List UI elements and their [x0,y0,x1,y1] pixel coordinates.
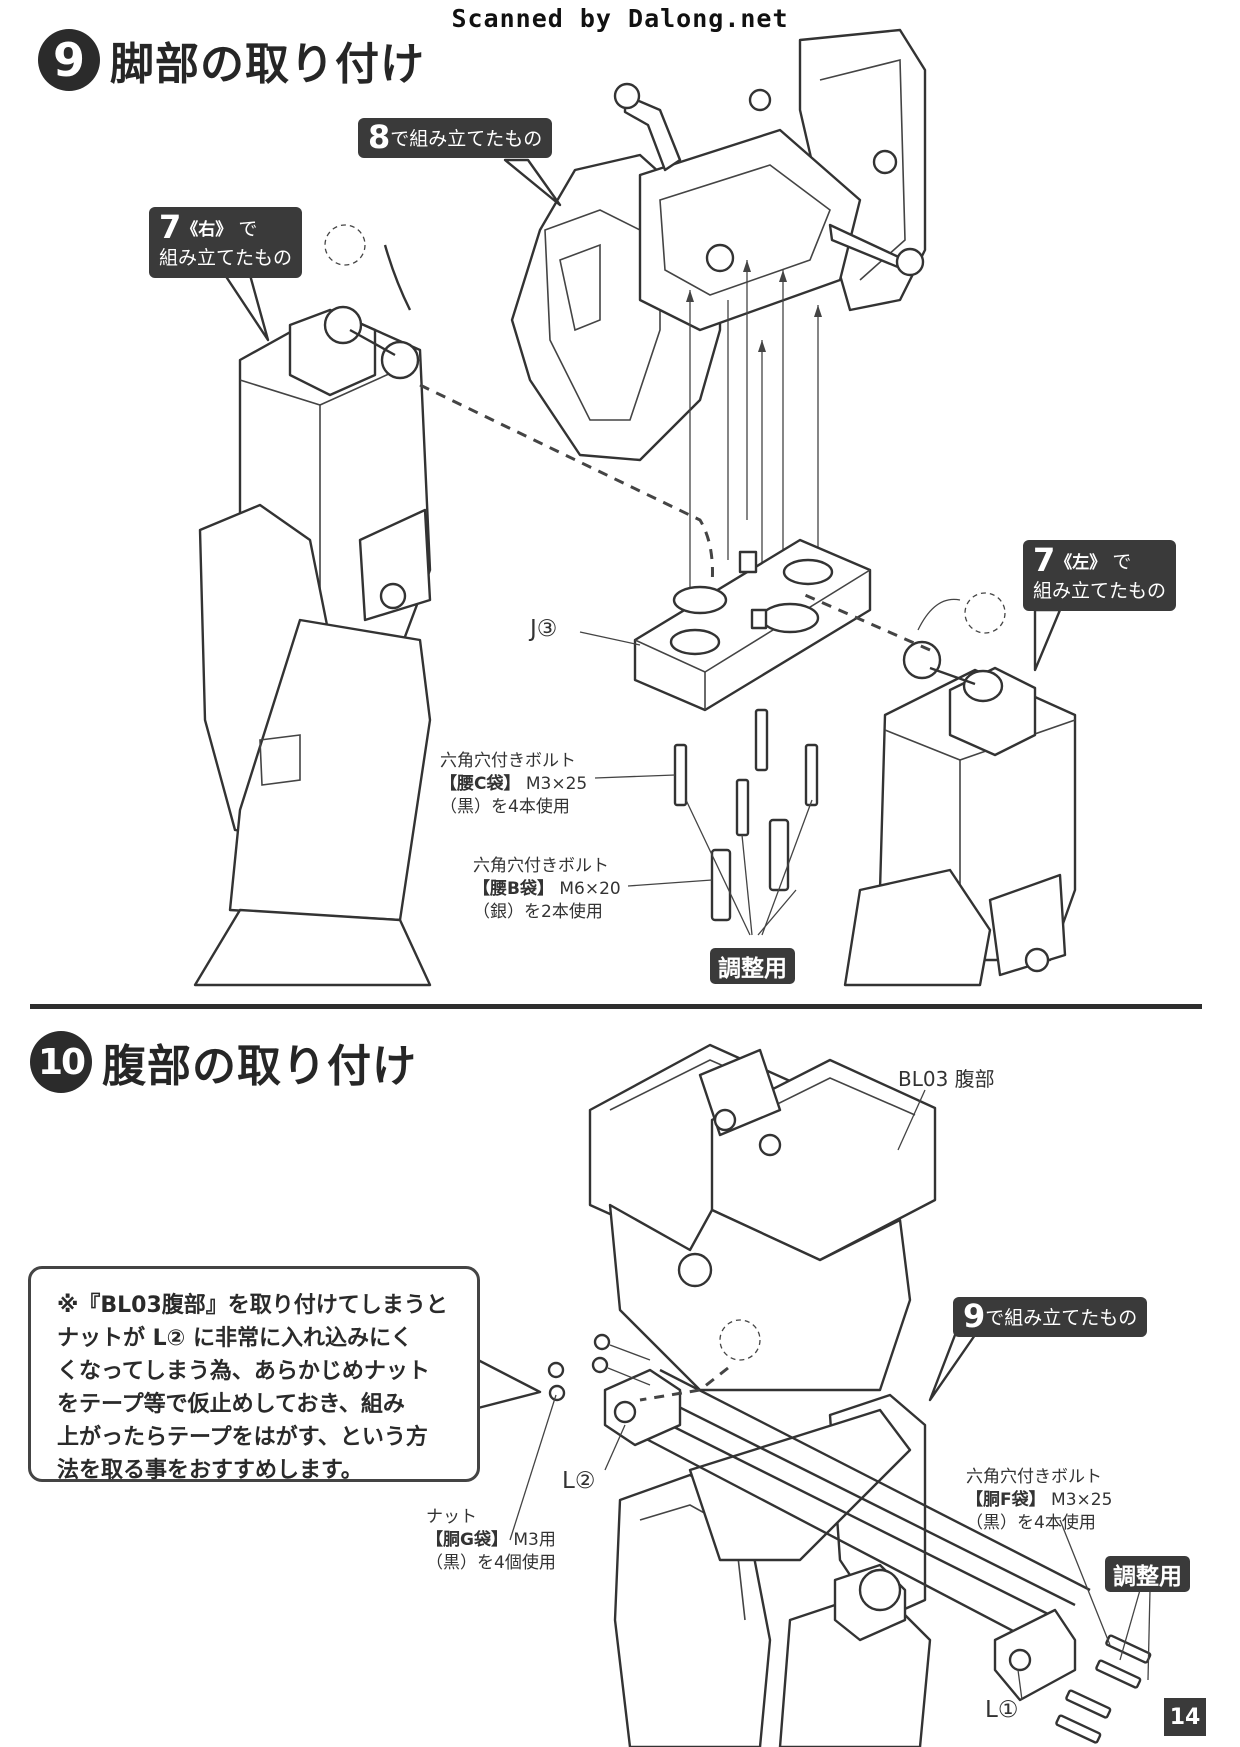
nut-line3: （黒）を4個使用 [426,1553,556,1573]
j3-plate-drawing [633,538,872,712]
assembly-note: ※『BL03腹部』を取り付けてしまうと ナットが L② に非常に入れ込みにく く… [28,1266,480,1483]
bolt-b-line1: 六角穴付きボルト [473,856,609,876]
dashed-path-right [419,383,714,586]
step-10-title: 腹部の取り付け [102,1041,417,1092]
note-line-1: ※『BL03腹部』を取り付けてしまうと [57,1293,448,1318]
callout-8-num: 8 [368,118,391,156]
part-label-l1: L① [985,1697,1019,1723]
bolt-f-line3: （黒）を4本使用 [966,1513,1096,1533]
note-line-4: をテープ等で仮止めしておき、組み [57,1392,405,1417]
callout-7l-side: 《左》 [1055,553,1107,573]
bolt-c-size: M3×25 [525,774,588,794]
bolt-c-line3: （黒）を4本使用 [440,797,570,817]
left-leg-drawing [843,592,1077,987]
dashed-path-10 [639,1366,729,1402]
dashed-path-left [804,593,931,652]
leader-nut [509,1394,557,1541]
abdomen-bl03-drawing [588,1043,937,1392]
bolt-b-bag: 【腰B袋】 [473,879,554,899]
note-line-6: 法を取る事をおすすめします。 [57,1458,363,1483]
nut-line1: ナット [426,1507,477,1527]
step-9-number: 9 [38,29,100,91]
bolt-label-torso-f: 六角穴付きボルト 【胴F袋】 M3×25 （黒）を4本使用 [966,1466,1112,1535]
callout-8-text: で組み立てたもの [390,128,543,150]
part-label-l2: L② [562,1468,596,1494]
bolt-c-line1: 六角穴付きボルト [440,751,576,771]
step-9-title: 脚部の取り付け [110,39,425,90]
bolt-label-waist-c: 六角穴付きボルト 【腰C袋】 M3×25 （黒）を4本使用 [440,750,587,819]
nuts-drawing [547,1333,651,1402]
pointer-callout-9 [928,1333,977,1402]
callout-7r-line1: で [238,218,258,240]
step-10-number: 10 [30,1031,92,1093]
leader-bolt-c [594,774,676,779]
bolt-f-bag: 【胴F袋】 [966,1490,1046,1510]
callout-9-text: で組み立てたもの [985,1307,1138,1329]
leader-adjust-10b [1147,1589,1151,1681]
adjust-badge-10: 調整用 [1105,1556,1190,1592]
callout-7l-num: 7 [1033,541,1056,579]
bolt-c-bag: 【腰C袋】 [440,774,521,794]
pointer-callout-8 [503,158,562,207]
bolt-f-line1: 六角穴付きボルト [966,1467,1102,1487]
bolts-drawing-9 [673,708,819,936]
waist-assembly-drawing [510,28,927,462]
callout-assembled-9: 9で組み立てたもの [953,1297,1148,1337]
nut-bag: 【胴G袋】 [426,1530,508,1550]
callout-7r-num: 7 [159,208,182,246]
note-line-2: ナットが L② に非常に入れ込みにく [57,1326,413,1351]
right-leg-drawing [193,224,432,987]
callout-7r-line2: 組み立てたもの [159,247,293,269]
callout-assembled-8: 8で組み立てたもの [358,118,553,158]
leader-adjust-10a [1119,1589,1141,1661]
nut-size: M3用 [513,1530,556,1550]
pointer-callout-7r [223,273,270,342]
adjust-badge-9: 調整用 [710,948,795,984]
part-label-bl03: BL03 腹部 [898,1067,995,1091]
torso-9-drawing [613,1393,932,1747]
pointer-callout-7l [1033,608,1062,672]
leader-bolt-b [627,879,713,887]
leader-j3 [579,631,641,646]
page-number: 14 [1164,1698,1206,1736]
leader-bolt-f [1059,1519,1111,1646]
scan-credit: Scanned by Dalong.net [451,4,789,33]
callout-assembled-7-right: 7《右》 で 組み立てたもの [149,207,303,278]
bolt-b-size: M6×20 [559,879,621,899]
callout-7l-line2: 組み立てたもの [1033,580,1167,602]
section-divider [30,1004,1202,1009]
leader-l2 [604,1424,626,1471]
bolt-b-line3: （銀）を2本使用 [473,902,603,922]
callout-7l-line1: で [1112,551,1132,573]
bolt-f-size: M3×25 [1051,1490,1113,1510]
note-line-5: 上がったらテープをはがす、という方 [57,1425,428,1450]
leader-bl03 [897,1089,926,1151]
step-10-heading: 10 腹部の取り付け [30,1030,417,1094]
leader-l1 [1017,1669,1023,1701]
step-9-heading: 9 脚部の取り付け [38,28,425,92]
nut-label-torso-g: ナット 【胴G袋】 M3用 （黒）を4個使用 [426,1506,556,1575]
bolt-label-waist-b: 六角穴付きボルト 【腰B袋】 M6×20 （銀）を2本使用 [473,855,621,924]
callout-assembled-7-left: 7《左》 で 組み立てたもの [1023,540,1177,611]
part-label-j3: J③ [530,616,558,642]
callout-7r-side: 《右》 [181,220,233,240]
note-line-3: くなってしまう為、あらかじめナット [57,1359,430,1384]
pointer-note [476,1358,542,1410]
callout-9-num: 9 [963,1297,986,1335]
